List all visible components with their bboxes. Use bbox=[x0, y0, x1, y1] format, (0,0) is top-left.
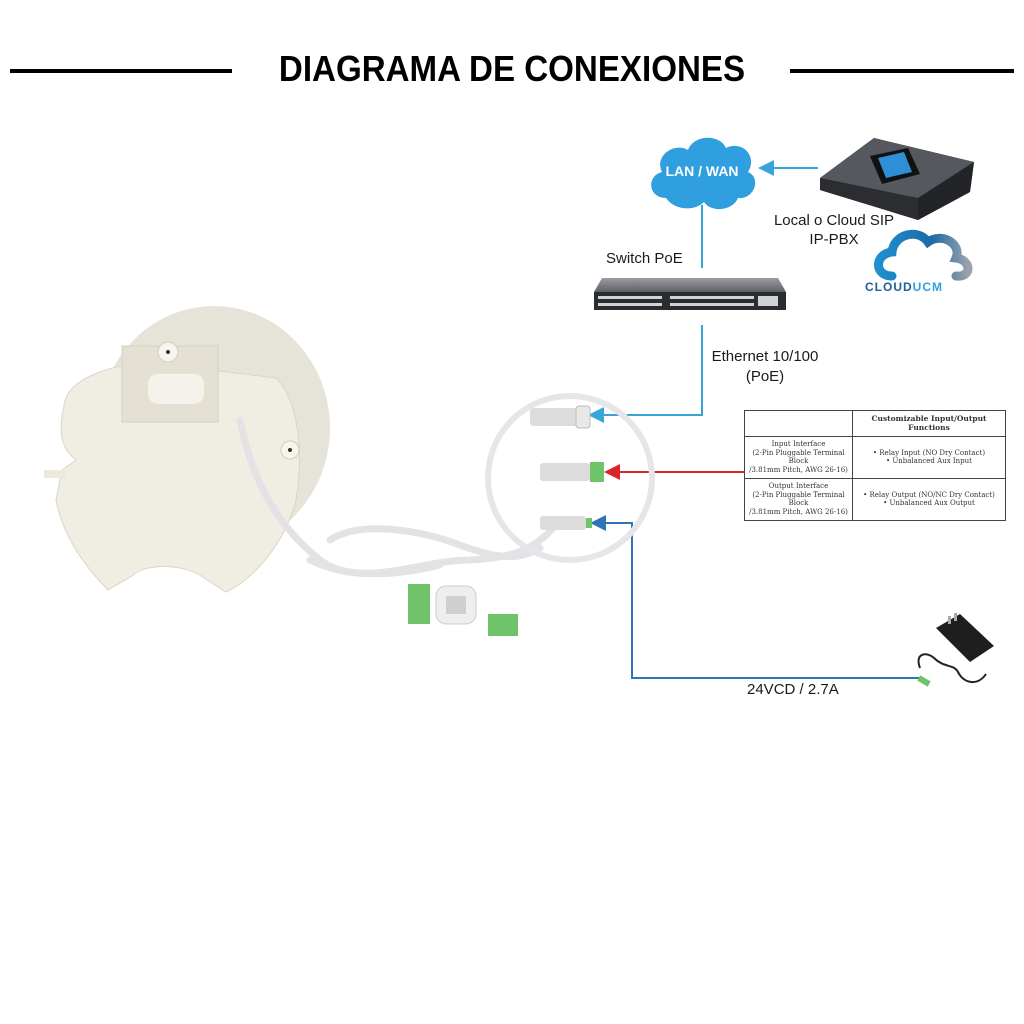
input-interface-line3: /3.81mm Pitch, AWG 26-16) bbox=[749, 466, 848, 474]
input-interface-cell: Input Interface (2-Pin Pluggable Termina… bbox=[744, 435, 853, 479]
output-functions-cell: • Relay Output (NO/NC Dry Contact) • Unb… bbox=[852, 477, 1006, 521]
clouducm-cloud-icon bbox=[874, 229, 973, 281]
cloud-label: LAN / WAN bbox=[665, 163, 739, 179]
diagram-title: DIAGRAMA DE CONEXIONES bbox=[278, 48, 746, 89]
power-label: 24VCD / 2.7A bbox=[747, 681, 839, 698]
rj45-connector-icon bbox=[530, 405, 591, 429]
output-interface-cell: Output Interface (2-Pin Pluggable Termin… bbox=[744, 477, 853, 521]
switch-label: Switch PoE bbox=[606, 250, 683, 267]
output-function-2: • Unbalanced Aux Output bbox=[883, 499, 975, 508]
input-functions-cell: • Relay Input (NO Dry Contact) • Unbalan… bbox=[852, 435, 1006, 479]
pbx-label-line1: Local o Cloud SIP bbox=[773, 212, 895, 229]
clouducm-wordmark-part1: CLOUD bbox=[865, 280, 913, 294]
output-interface-line2: (2-Pin Pluggable Terminal Block bbox=[752, 490, 845, 508]
dc-power-connector bbox=[540, 514, 596, 532]
io-table-row-input: Input Interface (2-Pin Pluggable Termina… bbox=[744, 435, 1006, 479]
ethernet-label-line1: Ethernet 10/100 bbox=[711, 348, 819, 365]
pbx-label-line2: IP-PBX bbox=[809, 231, 859, 248]
title-rule-left bbox=[10, 69, 232, 73]
loose-connectors bbox=[406, 580, 526, 640]
ethernet-connector bbox=[530, 404, 592, 430]
input-interface-line2: (2-Pin Pluggable Terminal Block bbox=[752, 448, 845, 466]
lan-wan-cloud: LAN / WAN bbox=[644, 128, 760, 214]
cloud-icon bbox=[651, 137, 756, 210]
power-adapter bbox=[914, 612, 1004, 692]
output-interface-line1: Output Interface bbox=[768, 481, 829, 490]
io-table-header: Customizable Input/Output Functions bbox=[744, 410, 1006, 437]
switch-device-icon bbox=[594, 278, 786, 310]
ethernet-label-line2: (PoE) bbox=[745, 368, 785, 385]
input-function-2: • Unbalanced Aux Input bbox=[886, 457, 972, 466]
io-terminal-connector bbox=[540, 460, 608, 484]
poe-switch bbox=[592, 274, 788, 314]
power-adapter-icon bbox=[917, 613, 994, 687]
pbx-device-icon bbox=[820, 138, 974, 220]
terminal-block-icon bbox=[540, 462, 604, 482]
clouducm-wordmark: CLOUDUCM bbox=[865, 280, 943, 294]
io-table-header-empty bbox=[744, 410, 853, 437]
io-table-row-output: Output Interface (2-Pin Pluggable Termin… bbox=[744, 477, 1006, 521]
io-functions-table: Customizable Input/Output Functions Inpu… bbox=[744, 410, 1006, 521]
dc-jack-icon bbox=[540, 516, 592, 530]
input-interface-line1: Input Interface bbox=[771, 439, 826, 448]
output-function-1: • Relay Output (NO/NC Dry Contact) bbox=[863, 490, 995, 499]
ip-pbx-device bbox=[818, 132, 976, 222]
title-rule-right bbox=[790, 69, 1014, 73]
io-table-header-functions: Customizable Input/Output Functions bbox=[852, 410, 1006, 437]
loose-connectors-icon bbox=[408, 584, 518, 636]
clouducm-logo bbox=[872, 226, 976, 282]
clouducm-wordmark-part2: UCM bbox=[912, 280, 943, 294]
output-interface-line3: /3.81mm Pitch, AWG 26-16) bbox=[749, 508, 848, 516]
input-function-1: • Relay Input (NO Dry Contact) bbox=[872, 448, 986, 457]
